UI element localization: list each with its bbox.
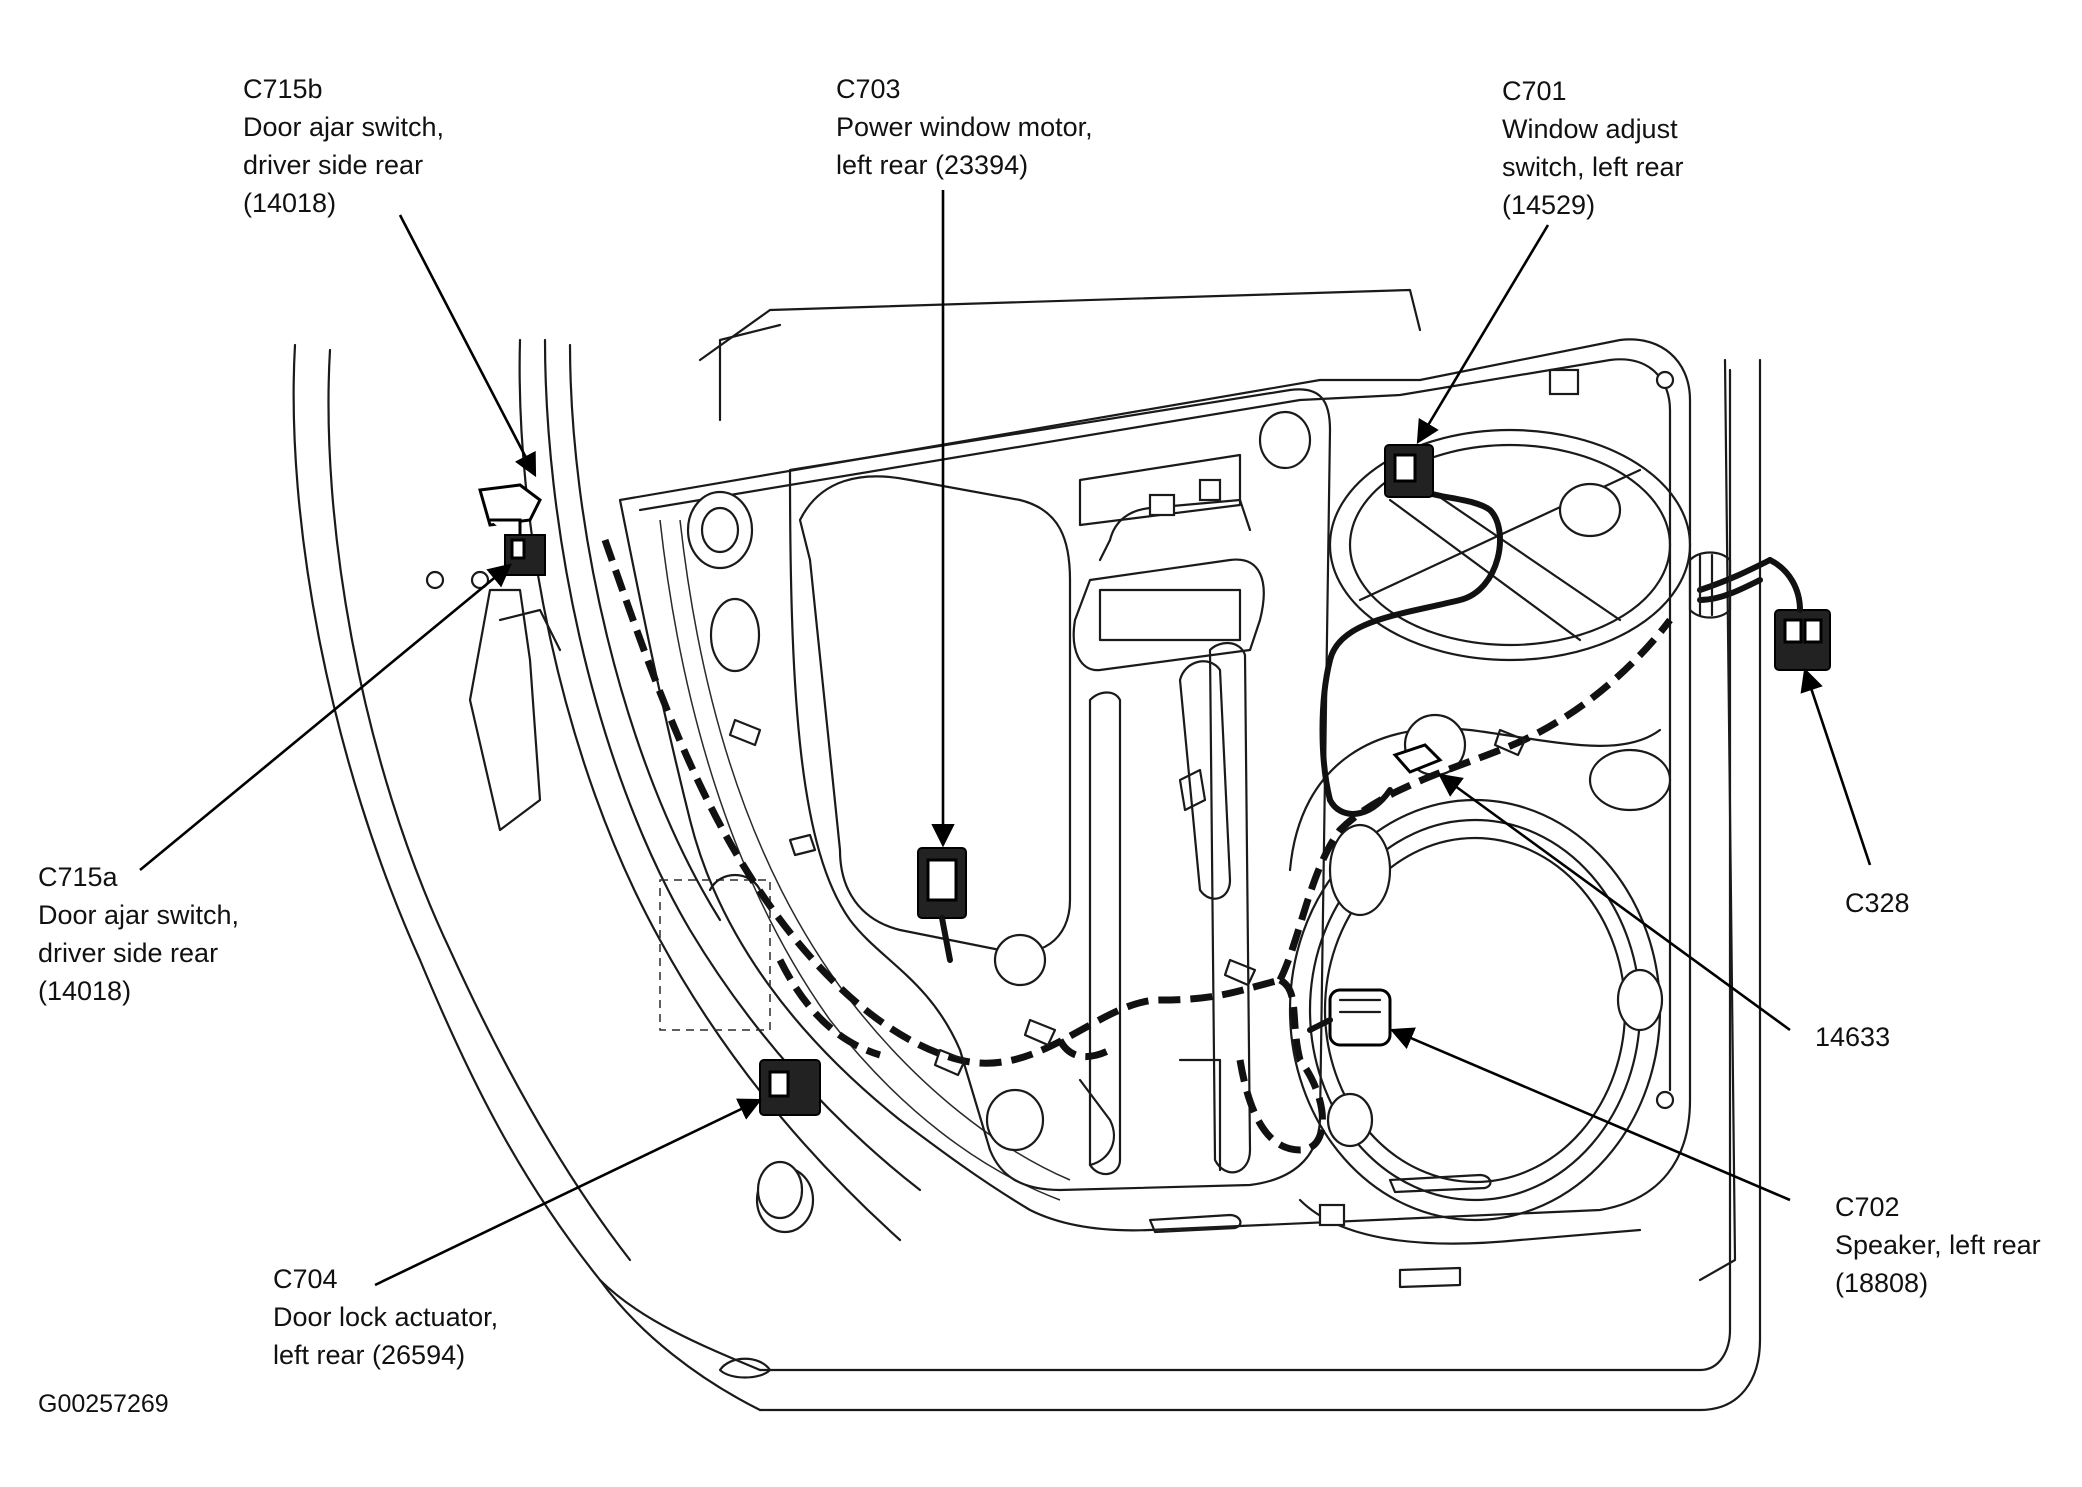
callout-line: Speaker, left rear (1835, 1230, 2041, 1260)
callout-line: Power window motor, (836, 112, 1093, 142)
leader-c701 (1416, 224, 1550, 445)
connector-c701 (1384, 444, 1434, 498)
callout-line: (14018) (38, 976, 132, 1006)
callout-line: Door ajar switch, (38, 900, 240, 930)
callout-14633: 14633 (1815, 1018, 1890, 1056)
callout-c703: C703 Power window motor, left rear (2339… (836, 70, 1093, 184)
connector-c328 (1767, 557, 1831, 671)
connector-c703 (917, 847, 967, 963)
leader-c704 (374, 1098, 763, 1287)
connector-c715b (478, 483, 542, 545)
connector-c702 (1307, 988, 1392, 1047)
callout-c702: C702 Speaker, left rear (18808) (1835, 1188, 2041, 1302)
callout-code: 14633 (1815, 1022, 1891, 1052)
callout-line: switch, left rear (1502, 152, 1684, 182)
callout-line: driver side rear (243, 150, 424, 180)
leader-c328 (1800, 667, 1872, 866)
leader-14633 (1438, 773, 1791, 1032)
callout-line: Door ajar switch, (243, 112, 445, 142)
connector-c715a (504, 534, 546, 576)
callout-c701: C701 Window adjust switch, left rear (14… (1502, 72, 1684, 224)
callout-code: C715b (243, 74, 323, 104)
callout-code: C701 (1502, 76, 1567, 106)
callout-code: C704 (273, 1264, 338, 1294)
wiring-harness (601, 538, 1673, 1154)
connector-c704 (759, 1059, 821, 1116)
harness-clips (728, 718, 1527, 1077)
callout-code: C715a (38, 862, 118, 892)
callout-line: Door lock actuator, (273, 1302, 499, 1332)
callout-code: C328 (1845, 888, 1910, 918)
c701-harness (1319, 477, 1773, 817)
speaker-recess (1288, 727, 1662, 1245)
callout-line: Window adjust (1502, 114, 1678, 144)
door-inner-panel (618, 338, 1692, 1232)
callout-line: left rear (23394) (836, 150, 1029, 180)
callout-line: (14018) (243, 188, 337, 218)
door-outer-shell (292, 288, 1762, 1412)
clip-14633 (1392, 743, 1443, 774)
callout-c715b: C715b Door ajar switch, driver side rear… (243, 70, 444, 222)
leader-c715b (398, 214, 537, 478)
grommet (1688, 551, 1732, 619)
callout-code: C702 (1835, 1192, 1900, 1222)
callout-line: left rear (26594) (273, 1340, 466, 1370)
callout-line: (18808) (1835, 1268, 1929, 1298)
callout-line: driver side rear (38, 938, 219, 968)
window-regulator-carrier (788, 388, 1332, 1192)
callout-line: (14529) (1502, 190, 1596, 220)
latch-area (468, 588, 771, 1031)
panel-holes (425, 368, 1675, 1379)
leader-c715a (139, 563, 512, 872)
figure-id: G00257269 (38, 1390, 169, 1418)
callout-c704: C704 Door lock actuator, left rear (2659… (273, 1260, 498, 1374)
callout-c715a: C715a Door ajar switch, driver side rear… (38, 858, 239, 1010)
leader-c702 (1389, 1027, 1791, 1202)
leader-lines (139, 190, 1872, 1287)
callout-code: C703 (836, 74, 901, 104)
callout-c328: C328 (1845, 884, 1910, 922)
